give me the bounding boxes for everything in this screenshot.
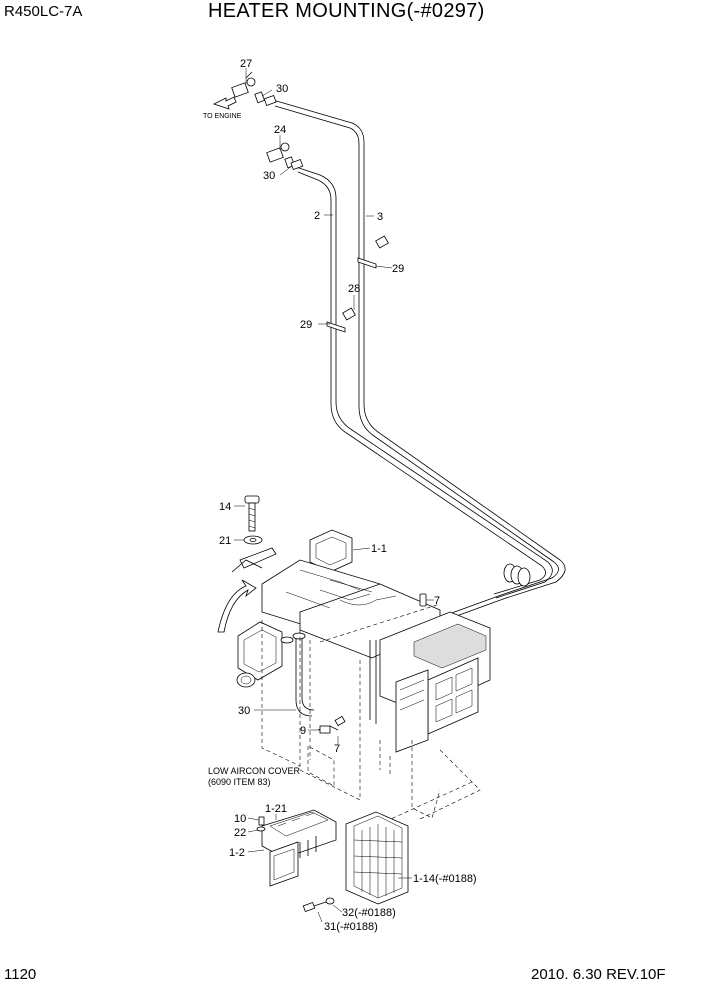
page-title: HEATER MOUNTING(-#0297) (208, 0, 485, 22)
callout-31: 31(-#0188) (324, 921, 378, 933)
callout-1-14: 1-14(-#0188) (413, 873, 477, 885)
bracket-clip (231, 547, 277, 573)
page-number: 1120 (4, 966, 37, 983)
leader-lines (234, 68, 434, 923)
clamp-30-mid (290, 159, 304, 171)
screw-10-22 (256, 816, 266, 832)
callout-30-mid: 30 (263, 170, 275, 182)
hose-2 (295, 166, 553, 599)
grommet (503, 563, 531, 587)
screw-7-upper (419, 593, 427, 607)
callout-30-top: 30 (276, 83, 288, 95)
low-aircon-cover-label: LOW AIRCON COVER (208, 766, 301, 776)
washer-21 (243, 535, 263, 545)
callout-10: 10 (234, 813, 246, 825)
low-aircon-cover-ref: (6090 ITEM 83) (208, 777, 271, 787)
filter-cover-1-14 (345, 811, 409, 905)
callout-1-2: 1-2 (229, 847, 245, 859)
heater-unit-1-1 (217, 529, 491, 825)
callout-28: 28 (348, 283, 360, 295)
callout-1-1: 1-1 (371, 543, 387, 555)
callout-27: 27 (240, 58, 252, 70)
callout-2: 2 (314, 210, 320, 222)
model-code: R450LC-7A (4, 3, 83, 20)
callout-30-lower: 30 (238, 705, 250, 717)
screw-7-lower (334, 715, 346, 727)
clamp-30-top (263, 94, 277, 106)
hose-3 (272, 99, 566, 623)
to-engine-arrow-icon (212, 96, 237, 110)
callout-29-upper: 29 (392, 263, 404, 275)
callout-3: 3 (377, 211, 383, 223)
revision-date: 2010. 6.30 REV.10F (531, 966, 666, 983)
screw-31-32 (302, 897, 335, 913)
callout-1-21: 1-21 (265, 803, 287, 815)
callout-14: 14 (219, 501, 231, 513)
callout-29-lower: 29 (300, 319, 312, 331)
callout-7-lower: 7 (334, 743, 340, 755)
callout-7-upper: 7 (434, 595, 440, 607)
bolt-14 (244, 495, 260, 532)
callout-24: 24 (274, 124, 286, 136)
callout-22: 22 (234, 827, 246, 839)
valve-27 (231, 71, 265, 104)
control-panel-1-2 (261, 809, 337, 887)
callout-21: 21 (219, 535, 231, 547)
clip-29-lower (326, 307, 356, 333)
valve-24 (266, 142, 295, 169)
clip-29-upper (357, 235, 389, 269)
callout-32: 32(-#0188) (342, 907, 396, 919)
to-engine-label: TO ENGINE (203, 113, 242, 120)
low-aircon-cover (307, 745, 335, 787)
clip-9 (319, 725, 331, 734)
callout-9: 9 (300, 725, 306, 737)
